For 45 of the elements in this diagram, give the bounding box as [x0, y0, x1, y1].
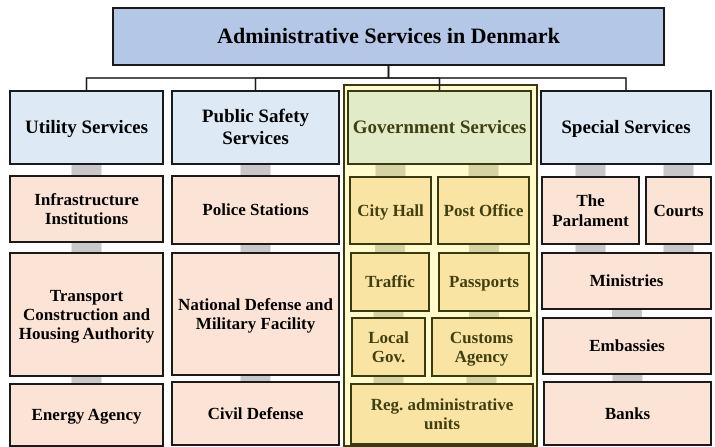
service-box: The Parlament — [541, 176, 640, 245]
category-box: Public Safety Services — [171, 90, 340, 165]
connector-line — [388, 66, 627, 90]
connector-bar — [469, 312, 499, 317]
connector-bar — [374, 377, 404, 383]
service-box: Reg. administrative units — [350, 383, 534, 445]
connector-bar — [468, 165, 498, 176]
service-box: Traffic — [350, 252, 430, 312]
connector-bar — [72, 377, 102, 383]
connector-bar — [664, 165, 694, 176]
service-box: Ministries — [541, 252, 712, 310]
connector-bar — [240, 165, 270, 175]
connector-bar — [664, 245, 694, 252]
service-box: Post Office — [437, 176, 530, 245]
connector-bar — [612, 310, 642, 317]
service-box: Civil Defense — [171, 381, 340, 446]
service-box: National Defense and Military Facility — [171, 252, 340, 376]
category-box: Government Services — [347, 90, 532, 165]
service-box: Banks — [543, 381, 712, 446]
highlight-band — [343, 84, 538, 447]
title-box: Administrative Services in Denmark — [112, 7, 665, 66]
connector-bar — [466, 377, 496, 383]
service-box: Energy Agency — [9, 383, 164, 447]
service-box: Police Stations — [171, 175, 340, 245]
service-box: Passports — [438, 252, 530, 312]
service-box: City Hall — [349, 176, 432, 245]
connector-bar — [469, 245, 499, 252]
category-box: Special Services — [540, 90, 712, 165]
connector-bar — [240, 245, 270, 252]
connector-bar — [576, 245, 606, 252]
connector-bar — [72, 165, 102, 175]
service-box: Infrastructure Institutions — [9, 175, 164, 243]
service-box: Local Gov. — [351, 317, 426, 377]
connector-bar — [240, 376, 270, 381]
connector-bar — [72, 243, 102, 252]
category-box: Utility Services — [9, 90, 164, 165]
service-box: Transport Construction and Housing Authority — [9, 252, 164, 377]
service-box: Embassies — [542, 317, 712, 375]
connector-bar — [576, 165, 606, 176]
service-box: Courts — [645, 176, 712, 245]
connector-bar — [376, 165, 406, 176]
connector-bar — [612, 375, 642, 381]
service-box: Customs Agency — [431, 317, 532, 377]
connector-bar — [375, 245, 405, 252]
connector-bar — [374, 312, 404, 317]
